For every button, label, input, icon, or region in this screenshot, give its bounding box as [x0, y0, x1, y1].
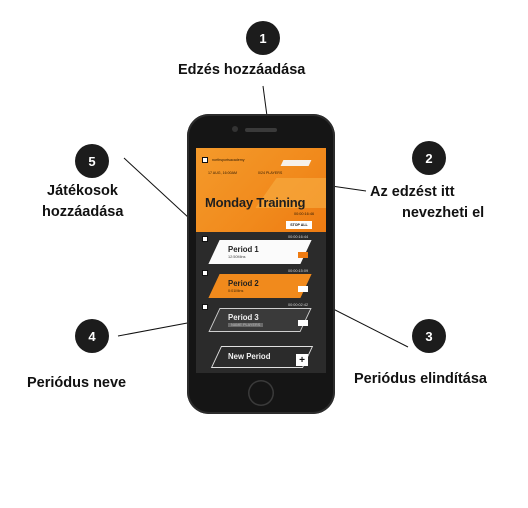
camera-icon	[232, 126, 238, 132]
period-3-play-button[interactable]	[298, 320, 308, 326]
period-timer: 00:00:16:44	[288, 235, 309, 239]
period-name[interactable]: Period 3	[228, 313, 259, 322]
plus-icon[interactable]: +	[296, 354, 308, 366]
period-timer: 00:00:15:09	[288, 269, 309, 273]
team-name: northsportsacademy	[212, 158, 245, 162]
period-1-play-button[interactable]	[298, 252, 308, 258]
period-row-1[interactable]: Period 1 12:50Mins 00:00:16:44	[202, 235, 312, 264]
training-title[interactable]: Monday Training	[205, 195, 306, 210]
period-timer: 00:00:02:42	[288, 303, 309, 307]
callout-number-2: 2	[412, 141, 446, 175]
players-count[interactable]: 0/24 PLAYERS	[258, 171, 283, 175]
app-screen: northsportsacademy 17 AUG, 16:00AM 0/24 …	[196, 148, 326, 373]
phone-mockup: northsportsacademy 17 AUG, 16:00AM 0/24 …	[187, 114, 335, 414]
period-card-background	[208, 274, 312, 298]
period-2-player-icon[interactable]	[202, 270, 208, 276]
period-row-3[interactable]: Period 3 NAME PLAYERS 00:00:02:42	[202, 303, 312, 332]
period-2-play-button[interactable]	[298, 286, 308, 292]
period-name[interactable]: Period 1	[228, 245, 259, 254]
callout-label-3: Periódus elindítása	[354, 371, 487, 387]
stop-all-button[interactable]: STOP ALL	[286, 221, 312, 229]
period-duration: 0:01Mins	[228, 289, 244, 293]
new-period-button[interactable]: New Period +	[210, 346, 314, 368]
period-row-2[interactable]: Period 2 0:01Mins 00:00:15:09	[202, 269, 312, 298]
line-4	[117, 320, 199, 337]
callout-label-5-line2: hozzáadása	[42, 204, 124, 220]
period-name[interactable]: Period 2	[228, 279, 259, 288]
period-card-background	[208, 308, 312, 332]
callout-number-4: 4	[75, 319, 109, 353]
callout-number-1: 1	[246, 21, 280, 55]
new-period-label: New Period	[228, 352, 271, 361]
period-1-player-icon[interactable]	[202, 236, 208, 242]
add-training-tab[interactable]	[280, 160, 312, 166]
period-3-player-icon[interactable]	[202, 304, 208, 310]
callout-label-2-line2: nevezheti el	[402, 205, 485, 221]
speaker-grille	[245, 128, 277, 132]
callout-label-5-line1: Játékosok	[47, 183, 118, 199]
callout-label-1: Edzés hozzáadása	[178, 62, 306, 78]
period-card-background	[208, 240, 312, 264]
training-header: northsportsacademy 17 AUG, 16:00AM 0/24 …	[196, 148, 326, 232]
team-checkbox-icon[interactable]	[202, 157, 208, 163]
total-timer: 00:00:16:46	[294, 212, 315, 216]
callout-number-5: 5	[75, 144, 109, 178]
period-duration: 12:50Mins	[228, 255, 246, 259]
period-duration: NAME PLAYERS	[228, 323, 264, 327]
callout-label-4: Periódus neve	[27, 375, 127, 391]
training-date: 17 AUG, 16:00AM	[208, 171, 237, 175]
home-button[interactable]	[248, 380, 274, 406]
callout-number-3: 3	[412, 319, 446, 353]
callout-label-2-line1: Az edzést itt	[370, 184, 455, 200]
